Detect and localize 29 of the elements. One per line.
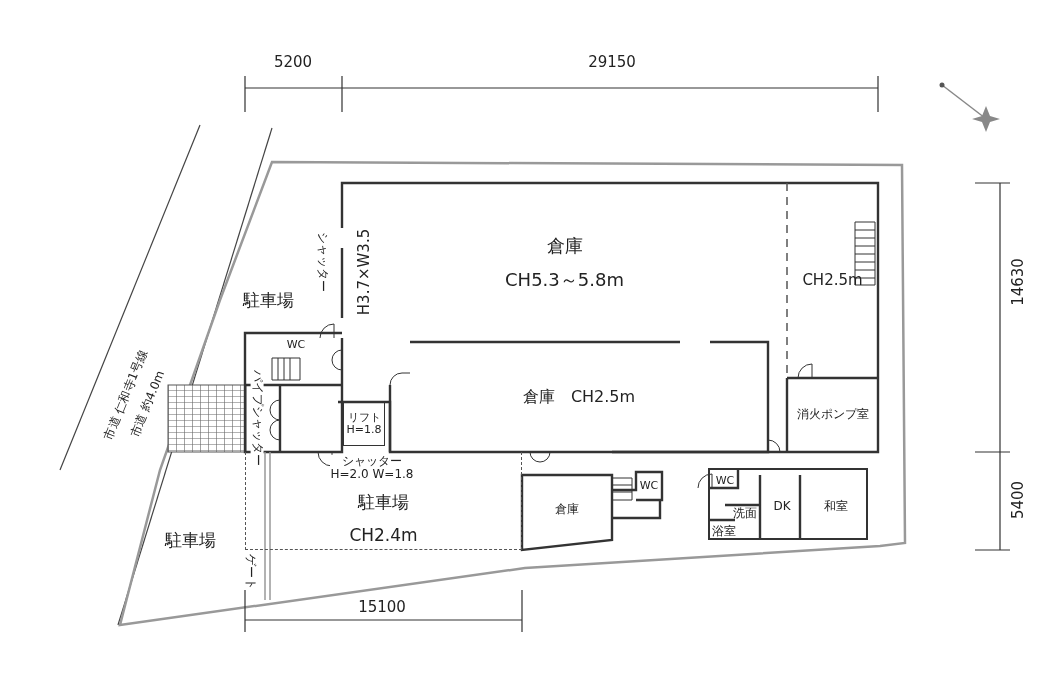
shutter-label: パイプシャッター	[250, 370, 264, 466]
dimension-label: 5200	[273, 53, 313, 71]
room-label: 倉庫 CH2.5m	[522, 388, 636, 406]
room-label: リフト H=1.8	[345, 411, 383, 437]
room-label: 浴室	[711, 525, 736, 539]
room-label: CH5.3～5.8m	[505, 270, 624, 290]
room-label: 倉庫	[546, 236, 583, 256]
room-label: 洗面	[732, 506, 757, 521]
shutter-label: シャッター	[315, 232, 329, 292]
dimension-label: 15100	[358, 598, 406, 616]
room-label: 倉庫	[555, 503, 579, 517]
dimension-label: 5400	[1009, 480, 1027, 520]
room-label: CH2.4m	[349, 525, 418, 545]
room-label: WC	[286, 339, 306, 352]
opening-size-label: H3.7×W3.5	[355, 228, 373, 316]
area-label: 駐車場	[164, 530, 216, 550]
room-label: 駐車場	[358, 492, 409, 512]
room-label: CH2.5m	[802, 272, 863, 289]
dimension-label: 29150	[588, 53, 636, 71]
area-label: 駐車場	[242, 290, 294, 310]
room-label: WC	[715, 474, 735, 488]
room-label: DK	[773, 500, 791, 514]
gate-label: ゲート	[243, 554, 257, 590]
room-label: 和室	[824, 500, 848, 514]
room-label: 消火ポンプ室	[796, 408, 869, 422]
room-outline	[343, 402, 385, 446]
building-outline	[708, 468, 868, 540]
room-label: WC	[639, 479, 659, 493]
dimension-label: 14630	[1009, 258, 1027, 306]
